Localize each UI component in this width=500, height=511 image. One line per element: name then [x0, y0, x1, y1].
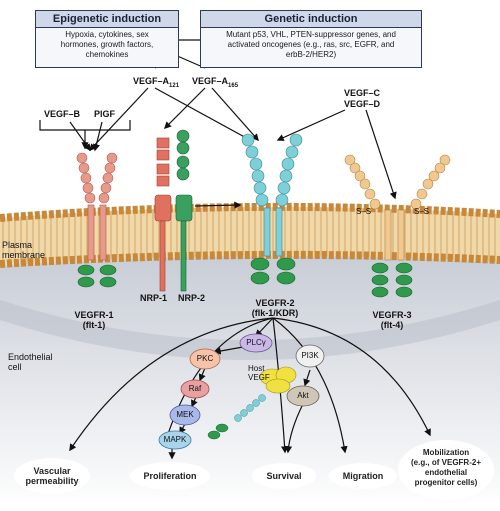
epigenetic-induction-box: Epigenetic induction Hypoxia, cytokines,… — [35, 10, 179, 68]
plcg-label: PLCγ — [246, 338, 266, 347]
genetic-induction-box: Genetic induction Mutant p53, VHL, PTEN-… — [200, 10, 422, 68]
mek-label: MEK — [176, 410, 194, 419]
genetic-title: Genetic induction — [201, 11, 421, 28]
genetic-line-3: erbB-2/HER2) — [285, 50, 337, 59]
nrp1-receptor — [154, 137, 172, 292]
epigenetic-line-2: hormones, growth factors, — [60, 40, 154, 49]
nrp2-receptor — [175, 129, 193, 292]
outcome-proliferation: Proliferation — [143, 471, 197, 481]
pi3k-label: PI3K — [301, 351, 319, 360]
vegfr3-alt-label: (flt-4) — [380, 320, 404, 330]
plasma-membrane — [0, 202, 500, 268]
vegfb-label: VEGF–B — [44, 109, 81, 119]
vegfr3-receptor — [344, 154, 451, 298]
ligand-arrows — [69, 87, 397, 209]
disulfide-right: S–S — [414, 207, 430, 216]
host-vegf-label-2: VEGF — [248, 373, 270, 382]
vegfr3-label: VEGFR-3 — [372, 310, 412, 320]
epigenetic-line-1: Hypoxia, cytokines, sex — [65, 30, 149, 39]
internalized-receptor — [207, 394, 266, 440]
vegfr2-alt-label: (flk-1/KDR) — [251, 308, 299, 318]
pkc-label: PKC — [196, 354, 214, 363]
host-vegf — [259, 366, 297, 394]
mapk-label: MAPK — [163, 435, 187, 444]
plgf-label: PlGF — [94, 109, 116, 119]
cell-label-2: cell — [8, 362, 22, 372]
vegfr1-alt-label: (flt-1) — [82, 320, 106, 330]
outcome-vascular-permeability: Vascular permeability — [25, 466, 79, 486]
cell-label-1: Endothelial — [8, 352, 53, 362]
outcome-mobilization: Mobilization (e.g., of VEGFR-2+ endothel… — [410, 448, 481, 487]
signaling-nodes — [158, 333, 325, 450]
vegfr2-label: VEGFR-2 — [255, 298, 295, 308]
vegfr1-receptor — [76, 152, 118, 288]
genetic-line-1: Mutant p53, VHL, PTEN-suppressor genes, … — [226, 30, 396, 39]
vegfa121-label: VEGF–A121 — [133, 76, 180, 89]
nrp2-label: NRP-2 — [178, 293, 206, 303]
outcome-clouds — [14, 440, 494, 500]
epigenetic-title: Epigenetic induction — [36, 11, 178, 28]
vegfc-label: VEGF–C — [344, 88, 381, 98]
vegfd-label: VEGF–D — [344, 99, 381, 109]
disulfide-left: S–S — [356, 207, 372, 216]
outcome-migration: Migration — [342, 471, 384, 481]
vegfb-plgf-bracket — [39, 120, 131, 150]
host-vegf-label-1: Host — [248, 364, 265, 373]
membrane-label-1: Plasma — [2, 240, 33, 250]
akt-label: Akt — [297, 391, 309, 400]
vegfr1-label: VEGFR-1 — [74, 310, 114, 320]
raf-label: Raf — [188, 384, 202, 393]
vegfr2-receptor — [241, 133, 303, 285]
epigenetic-line-3: chemokines — [85, 50, 129, 59]
outcome-survival: Survival — [266, 471, 302, 481]
nrp1-label: NRP-1 — [140, 293, 168, 303]
genetic-line-2: activated oncogenes (e.g., ras, src, EGF… — [227, 40, 395, 49]
membrane-label-2: membrane — [2, 250, 46, 260]
vegfa165-label: VEGF–A165 — [192, 76, 239, 89]
